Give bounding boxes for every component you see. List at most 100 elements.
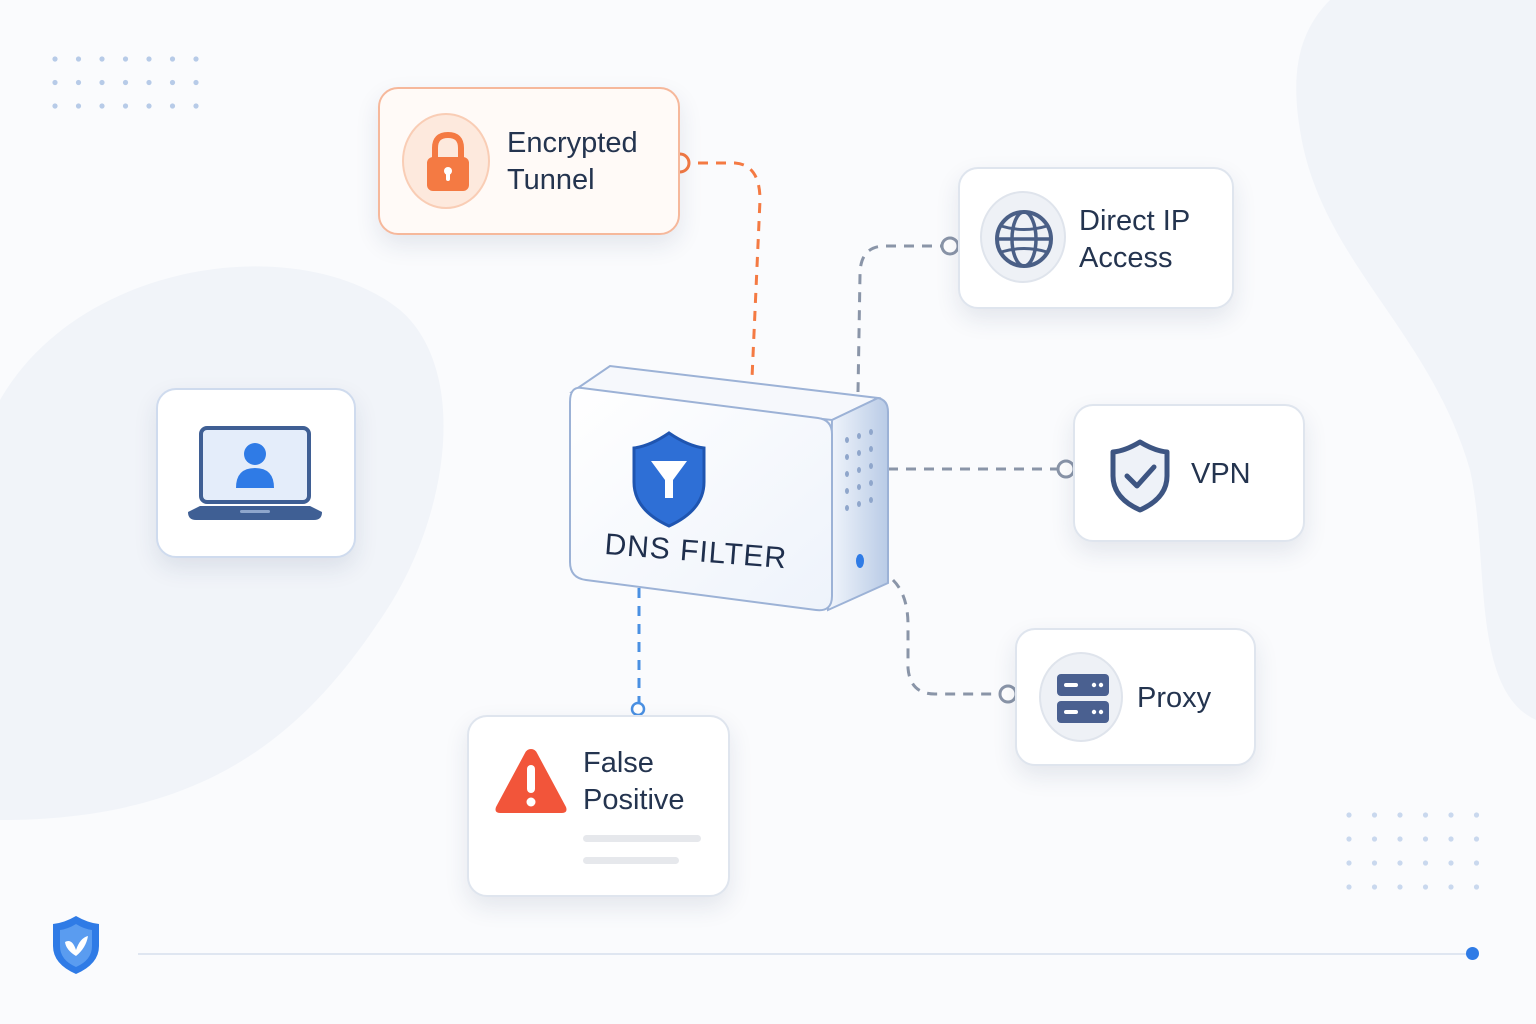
vent-hole xyxy=(845,505,849,511)
vpn-card[interactable]: VPN xyxy=(1073,404,1305,542)
footer-progress-track xyxy=(138,953,1472,955)
vent-hole xyxy=(845,488,849,494)
false-positive-label: False Positive xyxy=(583,747,685,816)
status-led-icon xyxy=(856,554,864,568)
shield-check-icon xyxy=(1110,439,1170,513)
direct-ip-port xyxy=(940,236,960,256)
direct-ip-access-label: Direct IP Access xyxy=(1079,205,1191,274)
decor-dot xyxy=(1473,812,1480,818)
decor-dot xyxy=(1397,884,1403,890)
vent-hole xyxy=(857,450,861,456)
decor-dot xyxy=(122,103,129,109)
decor-dot xyxy=(1346,836,1352,842)
decor-dot xyxy=(146,79,152,86)
vent-hole xyxy=(869,480,873,486)
vent-hole xyxy=(845,471,849,477)
decor-dot xyxy=(1422,860,1429,866)
decor-dot xyxy=(1397,812,1403,818)
globe-icon-disc xyxy=(980,191,1066,283)
decor-dot xyxy=(1473,860,1480,866)
proxy-link xyxy=(891,578,1008,696)
globe-icon xyxy=(995,210,1053,268)
vent-hole xyxy=(869,446,873,452)
decor-dot xyxy=(99,79,105,86)
warning-triangle-icon xyxy=(495,749,567,813)
laptop-user-icon xyxy=(188,426,322,520)
false-positive-card[interactable]: False Positive xyxy=(467,715,730,897)
dot-grid-top-left xyxy=(52,56,199,109)
decor-dot xyxy=(1448,836,1454,842)
vent-holes-icon xyxy=(845,429,873,511)
vent-hole xyxy=(869,429,873,435)
vpn-port xyxy=(1056,459,1076,479)
decor-dot xyxy=(1422,836,1429,842)
funnel-shield-icon xyxy=(632,431,706,528)
decor-dot xyxy=(193,56,199,62)
vent-hole xyxy=(845,454,849,460)
decor-dot xyxy=(1397,836,1403,842)
padlock-icon xyxy=(427,131,469,191)
decor-dot xyxy=(52,56,58,62)
placeholder-text-line xyxy=(583,857,679,864)
direct-ip-link xyxy=(856,244,950,393)
vent-hole xyxy=(857,484,861,490)
decor-dot xyxy=(169,103,176,109)
vent-hole xyxy=(869,463,873,469)
decor-dot xyxy=(99,103,105,109)
decor-dot xyxy=(1448,812,1454,818)
decor-dot xyxy=(146,56,152,62)
decor-dot xyxy=(122,79,129,86)
decor-dot xyxy=(75,103,82,109)
decor-dot xyxy=(1371,860,1378,866)
decor-dot xyxy=(52,79,58,86)
decor-dot xyxy=(75,56,82,62)
vent-hole xyxy=(869,497,873,503)
decor-dot xyxy=(193,79,199,86)
encrypted-tunnel-link xyxy=(680,161,762,379)
decor-dot xyxy=(1473,884,1480,890)
false-positive-port xyxy=(630,701,646,717)
decor-dot xyxy=(1371,884,1378,890)
placeholder-text-line xyxy=(583,835,701,842)
decor-dot xyxy=(169,56,176,62)
vent-hole xyxy=(857,501,861,507)
encrypted-tunnel-label: Encrypted Tunnel xyxy=(507,127,638,196)
proxy-port xyxy=(998,684,1018,704)
decor-dot xyxy=(1346,884,1352,890)
decor-dot xyxy=(52,103,58,109)
decor-dot xyxy=(75,79,82,86)
shield-leaf-logo-icon xyxy=(53,916,99,974)
decor-dot xyxy=(1346,860,1352,866)
encrypted-tunnel-card[interactable]: Encrypted Tunnel xyxy=(378,87,680,235)
proxy-card[interactable]: Proxy xyxy=(1015,628,1256,766)
decor-dot xyxy=(193,103,199,109)
server-icon-disc xyxy=(1039,652,1123,742)
decor-dot xyxy=(1346,812,1352,818)
decor-dot xyxy=(1371,836,1378,842)
decor-dot xyxy=(1422,884,1429,890)
direct-ip-access-card[interactable]: Direct IP Access xyxy=(958,167,1234,309)
server-icon xyxy=(1057,674,1109,723)
vpn-label: VPN xyxy=(1191,458,1251,490)
client-laptop-card[interactable] xyxy=(156,388,356,558)
background-blob-right xyxy=(1296,0,1536,720)
decor-dot xyxy=(146,103,152,109)
padlock-icon-disc xyxy=(402,113,490,209)
decor-dot xyxy=(1397,860,1403,866)
decor-dot xyxy=(122,56,129,62)
decor-dot xyxy=(1473,836,1480,842)
vent-hole xyxy=(845,437,849,443)
decor-dot xyxy=(1448,884,1454,890)
decor-dot xyxy=(99,56,105,62)
decor-dot xyxy=(1448,860,1454,866)
decor-dot xyxy=(1371,812,1378,818)
decor-dot xyxy=(169,79,176,86)
decor-dot xyxy=(1422,812,1429,818)
vent-hole xyxy=(857,467,861,473)
proxy-label: Proxy xyxy=(1137,682,1212,714)
dns-filter-appliance xyxy=(569,364,889,612)
vent-hole xyxy=(857,433,861,439)
footer-progress-knob[interactable] xyxy=(1466,947,1479,960)
